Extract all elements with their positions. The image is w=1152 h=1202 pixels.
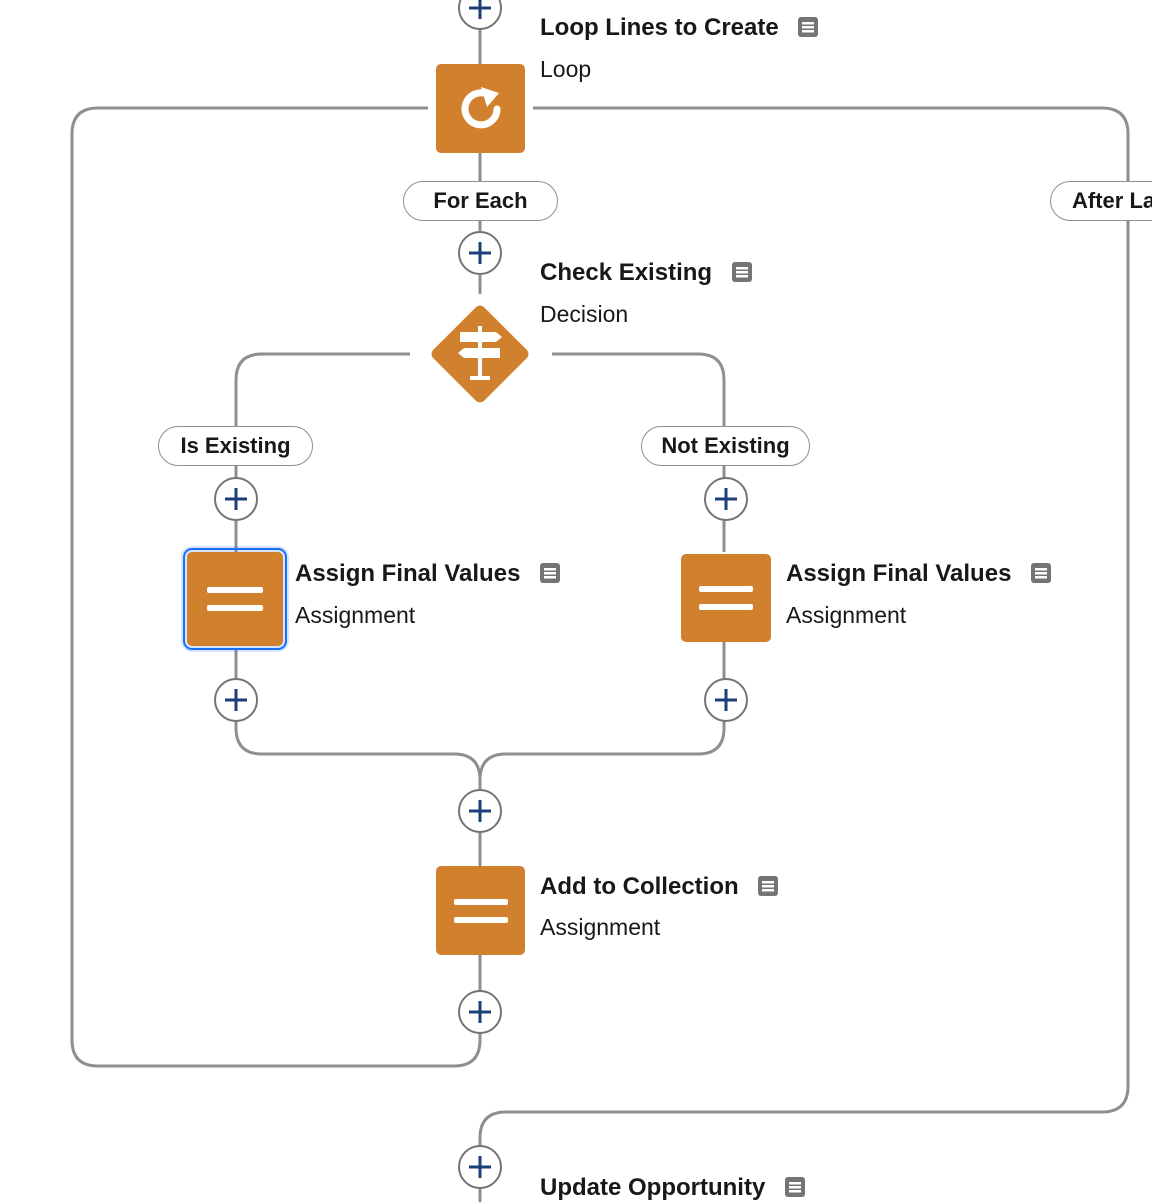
assign-right-title: Assign Final Values bbox=[786, 560, 1052, 588]
note-icon[interactable] bbox=[539, 562, 561, 584]
assign-left-title-text: Assign Final Values bbox=[295, 560, 521, 587]
loop-node[interactable] bbox=[436, 64, 525, 153]
assign-left-title: Assign Final Values bbox=[295, 560, 561, 588]
path-label-is-existing[interactable]: Is Existing bbox=[158, 426, 313, 466]
equals-icon bbox=[453, 898, 508, 923]
add-collection-title-text: Add to Collection bbox=[540, 873, 739, 900]
loop-icon bbox=[461, 86, 500, 128]
add-element-button-not-existing-top[interactable] bbox=[704, 477, 748, 521]
loop-type: Loop bbox=[540, 56, 592, 82]
note-icon[interactable] bbox=[731, 261, 753, 283]
assign-left-type: Assignment bbox=[295, 602, 416, 628]
add-element-button-not-existing-bottom[interactable] bbox=[704, 678, 748, 722]
decision-title-text: Check Existing bbox=[540, 259, 713, 286]
assign-final-values-left-node[interactable] bbox=[183, 548, 287, 650]
add-collection-type: Assignment bbox=[540, 914, 661, 940]
path-label-after-last[interactable]: After La bbox=[1050, 181, 1152, 221]
note-icon[interactable] bbox=[1030, 562, 1052, 584]
loop-title-text: Loop Lines to Create bbox=[540, 14, 779, 41]
assign-final-values-right-node[interactable] bbox=[681, 554, 771, 642]
update-opportunity-title-text: Update Opportunity bbox=[540, 1174, 766, 1201]
path-label-for-each[interactable]: For Each bbox=[403, 181, 558, 221]
loop-title: Loop Lines to Create bbox=[540, 14, 819, 42]
add-element-button-collection-bottom[interactable] bbox=[458, 990, 502, 1034]
update-opportunity-title: Update Opportunity bbox=[540, 1174, 806, 1202]
decision-type: Decision bbox=[540, 301, 629, 327]
assign-right-title-text: Assign Final Values bbox=[786, 560, 1012, 587]
assign-right-type: Assignment bbox=[786, 602, 907, 628]
signpost-icon bbox=[458, 326, 502, 380]
add-element-button-is-existing-top[interactable] bbox=[214, 477, 258, 521]
add-collection-title: Add to Collection bbox=[540, 873, 779, 901]
add-element-button-after-last[interactable] bbox=[458, 1145, 502, 1189]
add-to-collection-node[interactable] bbox=[436, 866, 525, 955]
note-icon[interactable] bbox=[797, 16, 819, 38]
note-icon[interactable] bbox=[784, 1176, 806, 1198]
decision-title: Check Existing bbox=[540, 259, 753, 287]
decision-node[interactable] bbox=[418, 292, 542, 416]
note-icon[interactable] bbox=[757, 875, 779, 897]
equals-icon bbox=[207, 587, 263, 611]
add-element-button-merge[interactable] bbox=[458, 789, 502, 833]
equals-icon bbox=[699, 586, 753, 610]
add-element-button-for-each[interactable] bbox=[458, 231, 502, 275]
path-label-not-existing[interactable]: Not Existing bbox=[641, 426, 810, 466]
add-element-button-is-existing-bottom[interactable] bbox=[214, 678, 258, 722]
